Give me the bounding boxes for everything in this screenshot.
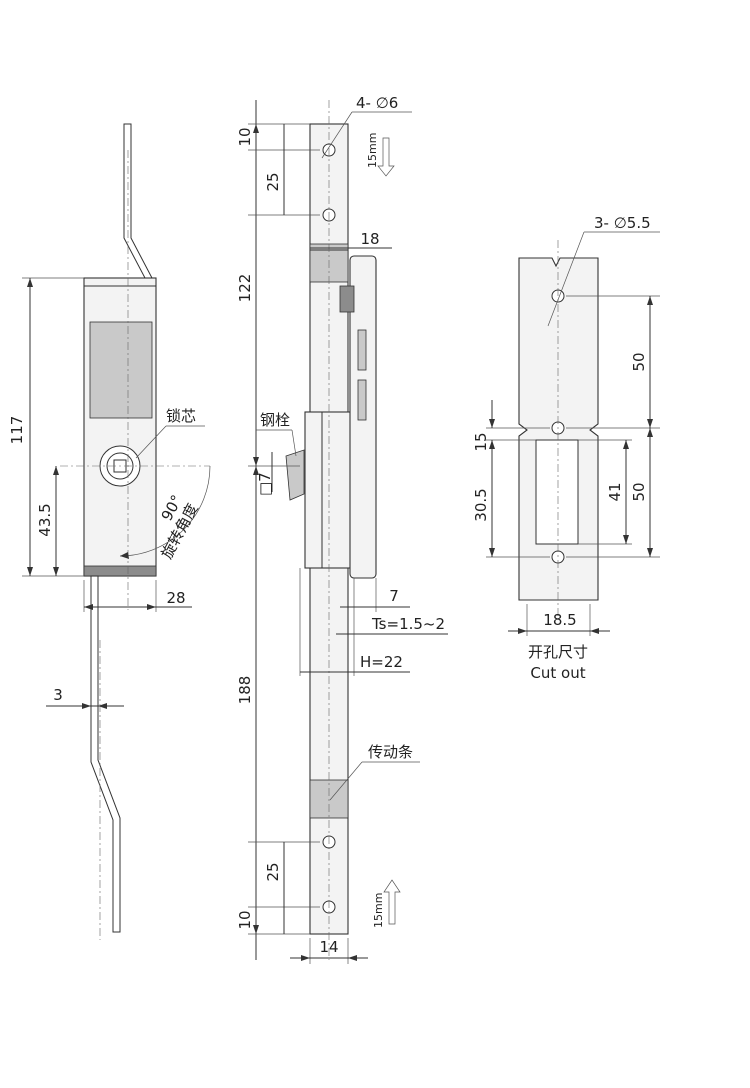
dim-h: H=22 (360, 653, 403, 671)
dim-10-top: 10 (236, 127, 254, 146)
dim-7: 7 (389, 587, 399, 605)
left-bottom-rod (90, 575, 121, 933)
dim-square-7: □7 (256, 472, 274, 496)
dim-50-right: 50 (630, 482, 648, 501)
middle-view: 10 25 122 188 25 10 4- ∅6 18 15mm 15mm 钢… (236, 94, 448, 964)
dim-117: 117 (8, 416, 26, 445)
cutout-view: 3- ∅5.5 50 41 50 15 30.5 18.5 开孔尺寸 Cut o… (472, 214, 660, 682)
steel-bolt (285, 449, 305, 501)
dim-122: 122 (236, 274, 254, 303)
cutout-title-en: Cut out (530, 664, 585, 682)
middle-hinge (339, 285, 355, 313)
rotation-arc (119, 465, 211, 557)
left-label-window (89, 321, 153, 419)
dim-25-bottom: 25 (264, 862, 282, 881)
dim-ts: Ts=1.5~2 (371, 615, 445, 633)
label-steel-bolt: 钢栓 (260, 411, 290, 429)
dim-28: 28 (166, 589, 185, 607)
dim-41: 41 (606, 482, 624, 501)
dim-18: 18 (360, 230, 379, 248)
cutout-title-cn: 开孔尺寸 (528, 643, 588, 661)
dim-10-bottom: 10 (236, 910, 254, 929)
travel-arrow-top (377, 137, 395, 177)
label-lock-core: 锁芯 (166, 407, 196, 425)
dim-18-5: 18.5 (543, 611, 576, 629)
dim-4-holes: 4- ∅6 (356, 94, 398, 112)
dim-15: 15 (472, 432, 490, 451)
left-bottom-band (83, 565, 157, 577)
travel-arrow-bottom (383, 879, 401, 925)
dim-3-holes: 3- ∅5.5 (594, 214, 651, 232)
left-view: 117 43.5 28 3 锁芯 90° 旋转角度 (8, 123, 211, 940)
dim-3: 3 (53, 686, 63, 704)
cutout-rect (535, 439, 579, 545)
label-rod: 传动条 (368, 743, 413, 761)
dim-43-5: 43.5 (36, 503, 54, 536)
dim-188: 188 (236, 676, 254, 705)
dim-30-5: 30.5 (472, 488, 490, 521)
dim-50-upper: 50 (630, 352, 648, 371)
dim-25-top: 25 (264, 172, 282, 191)
travel-bottom: 15mm (372, 893, 385, 928)
dim-14: 14 (319, 938, 338, 956)
travel-top: 15mm (366, 133, 379, 168)
